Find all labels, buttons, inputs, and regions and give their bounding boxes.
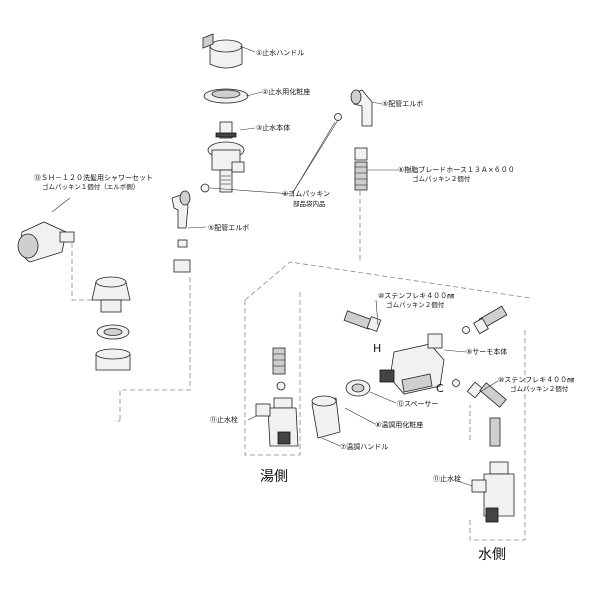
stop-body-part — [207, 121, 245, 193]
gasket-part-4 — [200, 113, 342, 193]
label-thermo-body: ⑨サーモ本体 — [466, 347, 507, 356]
label-gasket-sub: 部品袋内品 — [293, 199, 326, 208]
label-cold-valve: ⑪止水栓 — [433, 474, 461, 483]
elbow-right-part — [350, 89, 373, 127]
label-spacer: ⑫スペーサー — [397, 400, 438, 408]
flex-upper-right-part — [462, 305, 508, 335]
elbow-left-part — [171, 190, 191, 273]
label-flex-cold: ⑩ステンフレキ４００㎜ — [498, 376, 574, 384]
label-hot-side: 湯側 — [260, 468, 288, 485]
label-flex-hot-sub: ゴムパッキン２個付 — [386, 300, 445, 309]
label-flex-hot: ⑩ステンフレキ４００㎜ — [378, 292, 454, 300]
shower-set-part — [17, 221, 131, 371]
label-cold-side: 水側 — [478, 547, 506, 563]
label-hot-valve: ⑪止水栓 — [210, 415, 238, 424]
braided-hose-part — [354, 147, 368, 191]
piping-guides — [71, 170, 531, 541]
label-temp-handle: ⑦温調ハンドル — [340, 442, 388, 451]
label-elbow-right: ⑤配管エルボ — [382, 99, 423, 108]
label-mark-c: C — [436, 382, 444, 395]
label-braided-hose-sub: ゴムパッキン２個付 — [412, 174, 471, 183]
label-gasket: ④ゴムパッキン — [282, 189, 330, 198]
flex-hot-part — [343, 310, 382, 332]
temp-handle-part — [311, 395, 341, 439]
label-shower-set-sub: ゴムパッキン１個付（エルボ側） — [42, 182, 139, 191]
part-labels: ①止水ハンドル ②止水用化粧座 ③止水本体 ④ゴムパッキン 部品袋内品 ⑤配管エ… — [34, 48, 574, 563]
label-stop-cover: ②止水用化粧座 — [262, 87, 310, 96]
stop-cover-part — [203, 88, 249, 104]
label-flex-cold-sub: ゴムパッキン２個付 — [510, 384, 569, 393]
label-stop-body: ③止水本体 — [256, 123, 290, 132]
label-stop-handle: ①止水ハンドル — [256, 48, 304, 57]
label-mark-h: H — [373, 342, 381, 355]
label-temp-cover: ⑧温調用化粧座 — [375, 420, 423, 429]
stop-handle-part — [202, 33, 243, 69]
leader-lines — [51, 45, 499, 487]
spacer-part — [345, 379, 371, 397]
thermo-body-part — [379, 333, 445, 395]
cold-valve-part — [471, 461, 515, 523]
label-elbow-left: ⑤配管エルボ — [208, 223, 249, 232]
label-shower-set: ⑬ＳＨ－１２０洗髪用シャワーセット — [34, 173, 153, 182]
flex-cold-part — [452, 379, 507, 447]
label-braided-hose: ⑥樹脂ブレードホース１３Ａ×６００ — [398, 165, 515, 174]
hot-valve-part — [255, 347, 299, 447]
